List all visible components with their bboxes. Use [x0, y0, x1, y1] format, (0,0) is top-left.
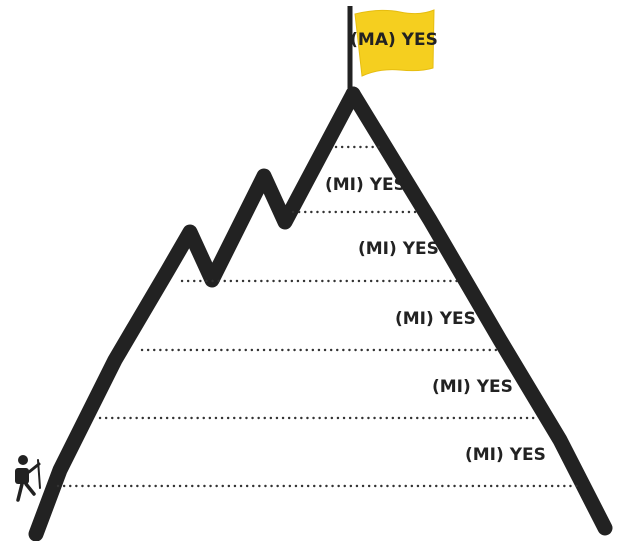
- level-labels: (MI) YES (MI) YES (MI) YES (MI) YES (MI)…: [325, 175, 546, 465]
- level-label-1: (MI) YES: [325, 175, 406, 195]
- climber-icon: [15, 455, 41, 502]
- mountain-left-ridge: [28, 86, 361, 541]
- flag-label: (MA) YES: [350, 30, 438, 50]
- level-lines: [56, 145, 580, 488]
- flag-icon: [354, 9, 435, 77]
- summit-flag: (MA) YES: [347, 6, 438, 98]
- level-label-5: (MI) YES: [465, 445, 546, 465]
- level-label-2: (MI) YES: [358, 239, 439, 259]
- mountain-right-ridge: [345, 86, 613, 536]
- level-label-3: (MI) YES: [395, 309, 476, 329]
- level-label-4: (MI) YES: [432, 377, 513, 397]
- mountain-outline: [28, 86, 613, 541]
